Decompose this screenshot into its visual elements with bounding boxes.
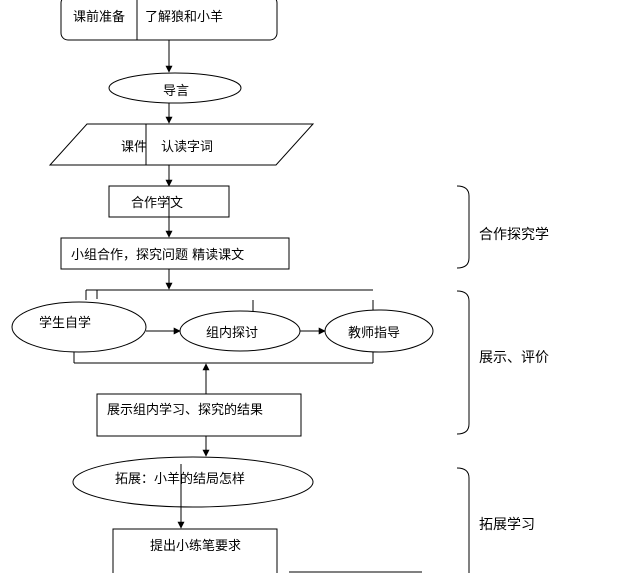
node-extension-label: 拓展：小羊的结局怎样 [115,471,245,487]
node-group-discussion: 组内探讨 [179,310,301,352]
node-writing-exercise: 提出小练笔要求 [112,528,278,573]
label-extension-learning: 拓展学习 [479,517,535,533]
node-show-results: 展示组内学习、探究的结果 [96,393,302,437]
bracket-show-evaluate [456,290,470,435]
node-intro: 导言 [108,72,242,104]
bracket-extension [456,467,470,573]
node-courseware-label: 课件 [121,140,147,155]
node-course-preparation-label: 课前准备 [73,9,125,25]
node-courseware: 课件 认读字词 [48,123,315,166]
side-bracket-group: 合作探究学 展示、评价 拓展学习 [456,185,549,573]
node-extension: 拓展：小羊的结局怎样 [72,456,314,508]
bracket-cooperative [456,185,470,269]
node-teacher-guidance: 教师指导 [324,309,434,353]
node-writing-exercise-label: 提出小练笔要求 [150,538,241,554]
node-intro-label: 导言 [163,84,189,99]
node-course-preparation-topic: 了解狼和小羊 [145,9,223,25]
label-cooperative-learning: 合作探究学 [479,227,549,243]
node-show-results-label: 展示组内学习、探究的结果 [107,402,263,418]
node-group-work: 小组合作，探究问题 精读课文 [60,237,290,270]
node-group-discussion-label: 组内探讨 [206,325,258,341]
node-group-work-label: 小组合作，探究问题 精读课文 [71,248,244,263]
node-courseware-task: 认读字词 [161,140,213,155]
activity-frame [73,289,374,364]
label-show-evaluate: 展示、评价 [479,350,549,366]
node-teacher-guidance-label: 教师指导 [348,325,400,341]
node-self-study-label: 学生自学 [39,315,91,331]
node-self-study: 学生自学 [11,301,147,353]
node-cooperative-reading-label: 合作学文 [131,195,183,211]
node-course-preparation: 课前准备 了解狼和小羊 [60,0,278,41]
